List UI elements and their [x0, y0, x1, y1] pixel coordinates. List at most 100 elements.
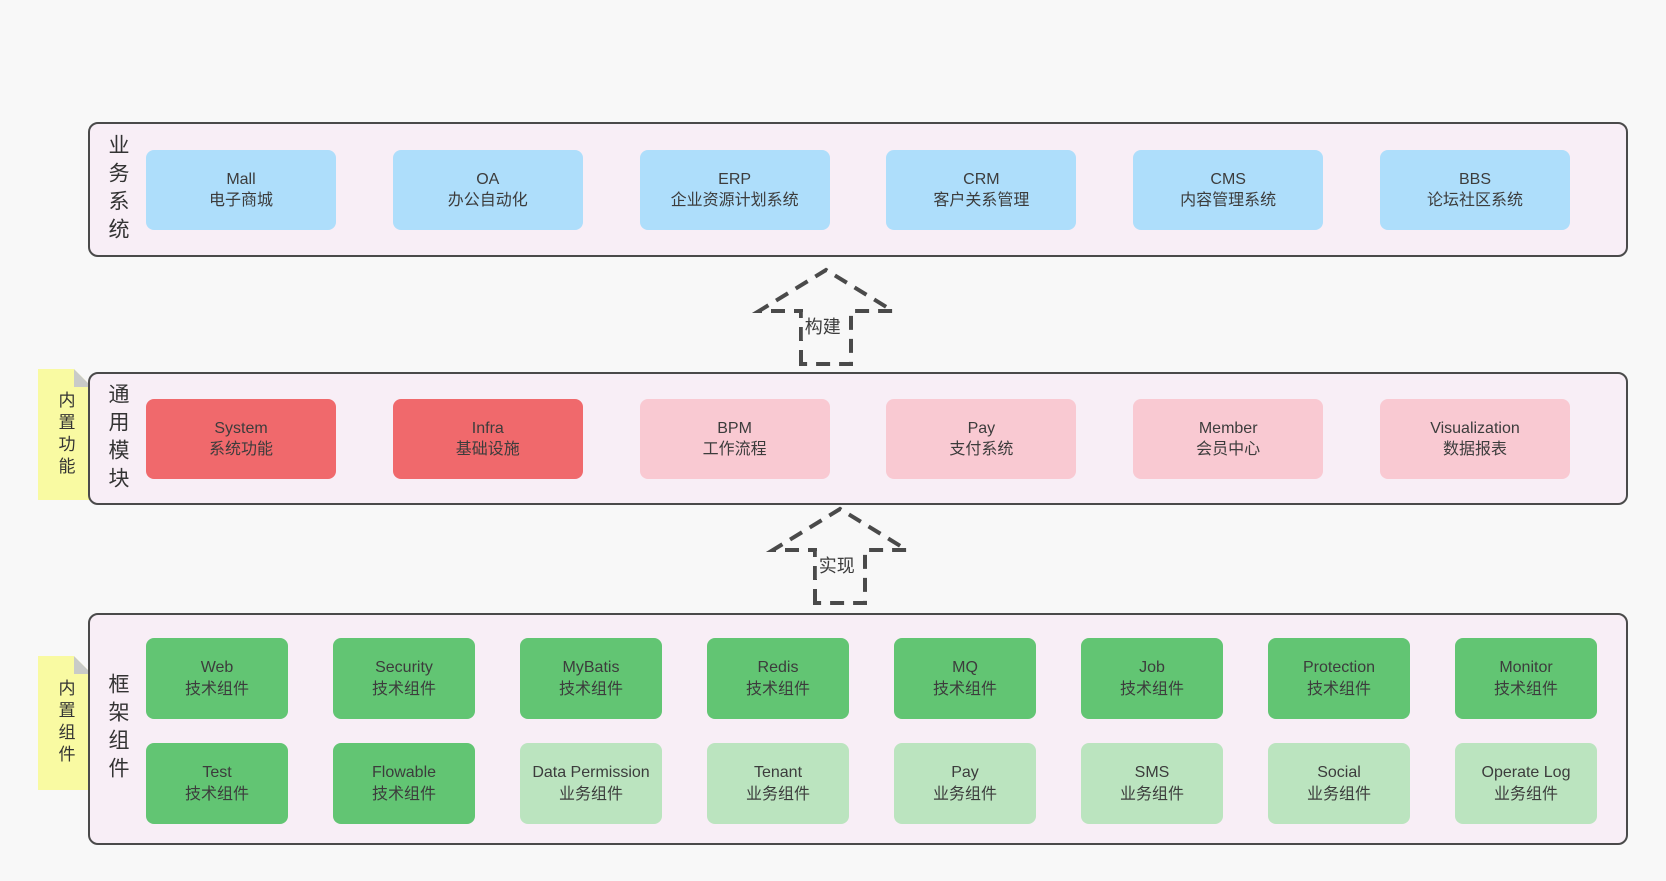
component-box-data-permission: Data Permission 业务组件: [520, 743, 662, 824]
component-box-mq: MQ 技术组件: [894, 638, 1036, 719]
component-desc: 业务组件: [745, 785, 810, 803]
module-box-mall: Mall 电子商城: [146, 150, 336, 230]
module-box-oa: OA 办公自动化: [392, 150, 583, 230]
component-name: Operate Log: [1481, 764, 1571, 782]
component-desc: 技术组件: [371, 680, 436, 698]
component-box-pay: Pay 业务组件: [894, 743, 1036, 824]
component-desc: 技术组件: [371, 785, 436, 803]
note-label: 内置组件: [55, 679, 75, 767]
module-box-bbs: BBS 论坛社区系统: [1379, 150, 1570, 230]
component-desc: 业务组件: [1119, 785, 1184, 803]
arrow-label: 实现: [816, 551, 857, 579]
module-name: BBS: [1458, 170, 1491, 188]
module-desc: 支付系统: [949, 441, 1014, 458]
sticky-note-builtin-features: 内置功能: [38, 369, 92, 500]
component-desc: 业务组件: [1306, 785, 1371, 803]
module-desc: 工作流程: [702, 441, 767, 458]
component-desc: 业务组件: [1493, 785, 1558, 803]
component-name: MQ: [952, 659, 978, 677]
module-desc: 会员中心: [1196, 441, 1261, 458]
module-name: Infra: [471, 419, 504, 437]
module-desc: 办公自动化: [447, 192, 528, 209]
common-modules-row: System 系统功能 Infra 基础设施 BPM 工作流程 Pay 支付系统…: [90, 374, 1626, 479]
component-name: Web: [200, 659, 234, 677]
component-name: Security: [375, 659, 433, 677]
module-box-pay: Pay 支付系统: [886, 399, 1077, 479]
module-name: CRM: [963, 170, 1000, 188]
module-box-infra: Infra 基础设施: [392, 399, 583, 479]
component-box-web: Web 技术组件: [146, 638, 288, 719]
module-desc: 基础设施: [455, 441, 520, 458]
layer-side-label: 通用模块: [106, 382, 129, 495]
component-box-test: Test 技术组件: [146, 743, 288, 824]
component-desc: 技术组件: [184, 785, 249, 803]
layer-common-modules: 通用模块 System 系统功能 Infra 基础设施 BPM 工作流程 Pay…: [88, 372, 1628, 505]
component-box-sms: SMS 业务组件: [1081, 743, 1223, 824]
component-box-job: Job 技术组件: [1081, 638, 1223, 719]
component-box-operate-log: Operate Log 业务组件: [1455, 743, 1597, 824]
dashed-up-arrow-implement: 实现: [765, 503, 915, 608]
component-desc: 业务组件: [558, 785, 623, 803]
module-name: Member: [1198, 419, 1258, 437]
component-desc: 技术组件: [932, 680, 997, 698]
component-name: Flowable: [371, 764, 437, 782]
component-desc: 技术组件: [745, 680, 810, 698]
arrow-label: 构建: [802, 312, 843, 340]
component-name: MyBatis: [562, 659, 620, 677]
component-name: Protection: [1302, 659, 1376, 677]
module-desc: 论坛社区系统: [1426, 192, 1523, 209]
module-name: Mall: [226, 170, 256, 188]
component-name: Job: [1139, 659, 1165, 677]
module-desc: 企业资源计划系统: [670, 192, 799, 209]
component-name: Monitor: [1499, 659, 1553, 677]
component-name: Test: [202, 764, 232, 782]
note-label: 内置功能: [55, 390, 75, 479]
component-box-tenant: Tenant 业务组件: [707, 743, 849, 824]
module-box-cms: CMS 内容管理系统: [1133, 150, 1324, 230]
component-desc: 技术组件: [184, 680, 249, 698]
dashed-up-arrow-build: 构建: [751, 264, 901, 369]
component-desc: 技术组件: [1493, 680, 1558, 698]
component-desc: 业务组件: [932, 785, 997, 803]
module-name: Pay: [967, 419, 996, 437]
up-arrow-icon: [765, 506, 915, 605]
component-desc: 技术组件: [1306, 680, 1371, 698]
component-box-protection: Protection 技术组件: [1268, 638, 1410, 719]
module-name: CMS: [1210, 170, 1246, 188]
module-box-bpm: BPM 工作流程: [639, 399, 830, 479]
module-box-erp: ERP 企业资源计划系统: [639, 150, 830, 230]
component-name: SMS: [1134, 764, 1170, 782]
module-name: System: [214, 419, 268, 437]
tech-components-row: Web 技术组件 Security 技术组件 MyBatis 技术组件 Redi…: [90, 615, 1626, 719]
module-name: BPM: [717, 419, 752, 437]
layer-side-label: 业务系统: [106, 133, 129, 246]
module-desc: 内容管理系统: [1180, 192, 1277, 209]
component-box-monitor: Monitor 技术组件: [1455, 638, 1597, 719]
module-box-member: Member 会员中心: [1133, 399, 1324, 479]
module-box-crm: CRM 客户关系管理: [886, 150, 1077, 230]
component-box-social: Social 业务组件: [1268, 743, 1410, 824]
module-box-visualization: Visualization 数据报表: [1379, 399, 1570, 479]
component-name: Tenant: [753, 764, 803, 782]
component-name: Social: [1317, 764, 1361, 782]
component-name: Pay: [951, 764, 979, 782]
module-name: ERP: [718, 170, 752, 188]
module-name: Visualization: [1430, 419, 1520, 437]
module-box-system: System 系统功能: [146, 399, 336, 479]
component-desc: 技术组件: [1119, 680, 1184, 698]
up-arrow-icon: [751, 267, 901, 366]
layer-business-systems: 业务系统 Mall 电子商城 OA 办公自动化 ERP 企业资源计划系统 CRM…: [88, 122, 1628, 257]
component-box-mybatis: MyBatis 技术组件: [520, 638, 662, 719]
business-systems-row: Mall 电子商城 OA 办公自动化 ERP 企业资源计划系统 CRM 客户关系…: [90, 124, 1626, 230]
module-name: OA: [476, 170, 500, 188]
sticky-note-builtin-components: 内置组件: [38, 656, 92, 790]
biz-components-row: Test 技术组件 Flowable 技术组件 Data Permission …: [90, 719, 1626, 824]
component-name: Data Permission: [532, 764, 650, 782]
module-desc: 电子商城: [208, 192, 273, 209]
module-desc: 客户关系管理: [933, 192, 1030, 209]
layer-side-label: 框架组件: [106, 673, 129, 785]
component-desc: 技术组件: [558, 680, 623, 698]
component-box-redis: Redis 技术组件: [707, 638, 849, 719]
module-desc: 系统功能: [208, 441, 273, 458]
